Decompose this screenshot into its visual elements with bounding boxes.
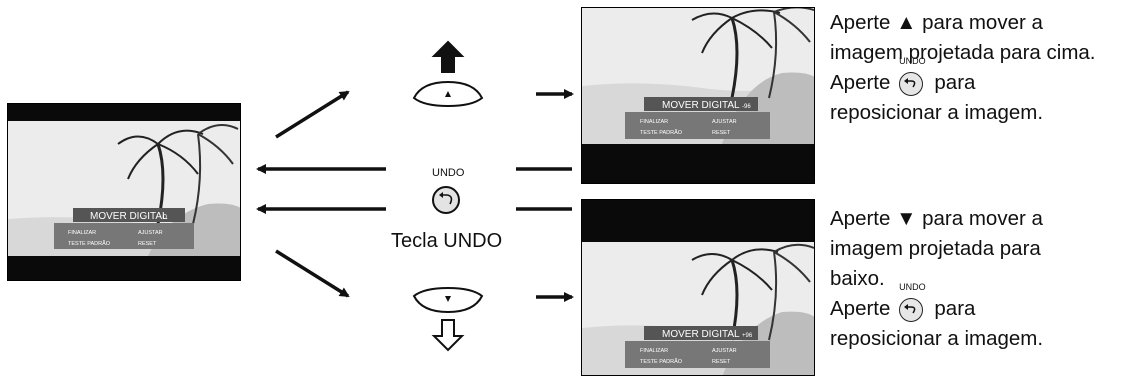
desc-up-line2: imagem projetada para cima. <box>830 41 1096 64</box>
osd-finalizar: FINALIZAR <box>640 119 668 125</box>
arrow-to-up-screen <box>275 90 350 139</box>
down-triangle-icon: ▼ <box>896 207 917 230</box>
osd-finalizar: FINALIZAR <box>640 348 668 354</box>
desc-down-line3: baixo. <box>830 267 885 290</box>
desc-down-line5: reposicionar a imagem. <box>830 327 1044 350</box>
osd-ajustar: AJUSTAR <box>138 230 163 236</box>
osd-value: +96 <box>742 333 753 339</box>
undo-key-label: Tecla UNDO <box>391 230 503 252</box>
desc-down-line4-before: Aperte <box>830 297 891 320</box>
osd-ajustar: AJUSTAR <box>712 119 737 125</box>
osd-title: MOVER DIGITAL <box>90 211 168 222</box>
screen-moved-down: MOVER DIGITAL +96 FINALIZAR AJUSTAR TEST… <box>581 199 815 376</box>
description-up: Aperte ▲ para mover a imagem projetada p… <box>830 8 1096 128</box>
undo-inline-caption: UNDO <box>899 282 926 292</box>
desc-down-line1-before: Aperte <box>830 207 891 230</box>
osd-reset: RESET <box>712 130 731 136</box>
desc-up-line3-after: para <box>934 71 976 94</box>
desc-down-line1-after: para mover a <box>922 207 1043 230</box>
desc-down-line4-after: para <box>934 297 976 320</box>
osd-reset: RESET <box>712 359 731 365</box>
arrow-to-down-screen <box>275 249 350 298</box>
up-key-button[interactable] <box>412 80 484 108</box>
osd-teste-padrao: TESTE PADRÃO <box>640 358 683 365</box>
osd-teste-padrao: TESTE PADRÃO <box>640 129 683 136</box>
undo-button[interactable] <box>432 186 460 214</box>
up-arrow-icon <box>431 40 465 73</box>
down-key-button[interactable] <box>412 286 484 314</box>
osd-finalizar: FINALIZAR <box>68 230 96 236</box>
description-down: Aperte ▼ para mover a imagem projetada p… <box>830 204 1043 354</box>
osd-ajustar: AJUSTAR <box>712 348 737 354</box>
osd-value: -96 <box>742 104 751 110</box>
undo-button-caption: UNDO <box>432 167 465 179</box>
osd-teste-padrao: TESTE PADRÃO <box>68 240 111 247</box>
desc-up-line1-before: Aperte <box>830 11 891 34</box>
undo-inline-caption: UNDO <box>899 56 926 66</box>
up-triangle-icon: ▲ <box>896 11 917 34</box>
osd-title: MOVER DIGITAL <box>662 100 740 111</box>
osd-reset: RESET <box>138 241 157 247</box>
desc-up-line1-after: para mover a <box>922 11 1043 34</box>
down-arrow-icon <box>431 319 465 352</box>
screen-original: MOVER DIGITAL 0 FINALIZAR AJUSTAR TESTE … <box>7 103 241 281</box>
osd-value: 0 <box>163 214 167 221</box>
undo-inline-icon: UNDO <box>896 282 928 324</box>
desc-up-line4: reposicionar a imagem. <box>830 101 1044 124</box>
undo-inline-icon: UNDO <box>896 56 928 98</box>
desc-down-line2: imagem projetada para <box>830 237 1041 260</box>
osd-title: MOVER DIGITAL <box>662 329 740 340</box>
screen-moved-up: MOVER DIGITAL -96 FINALIZAR AJUSTAR TEST… <box>581 7 815 184</box>
desc-up-line3-before: Aperte <box>830 71 891 94</box>
